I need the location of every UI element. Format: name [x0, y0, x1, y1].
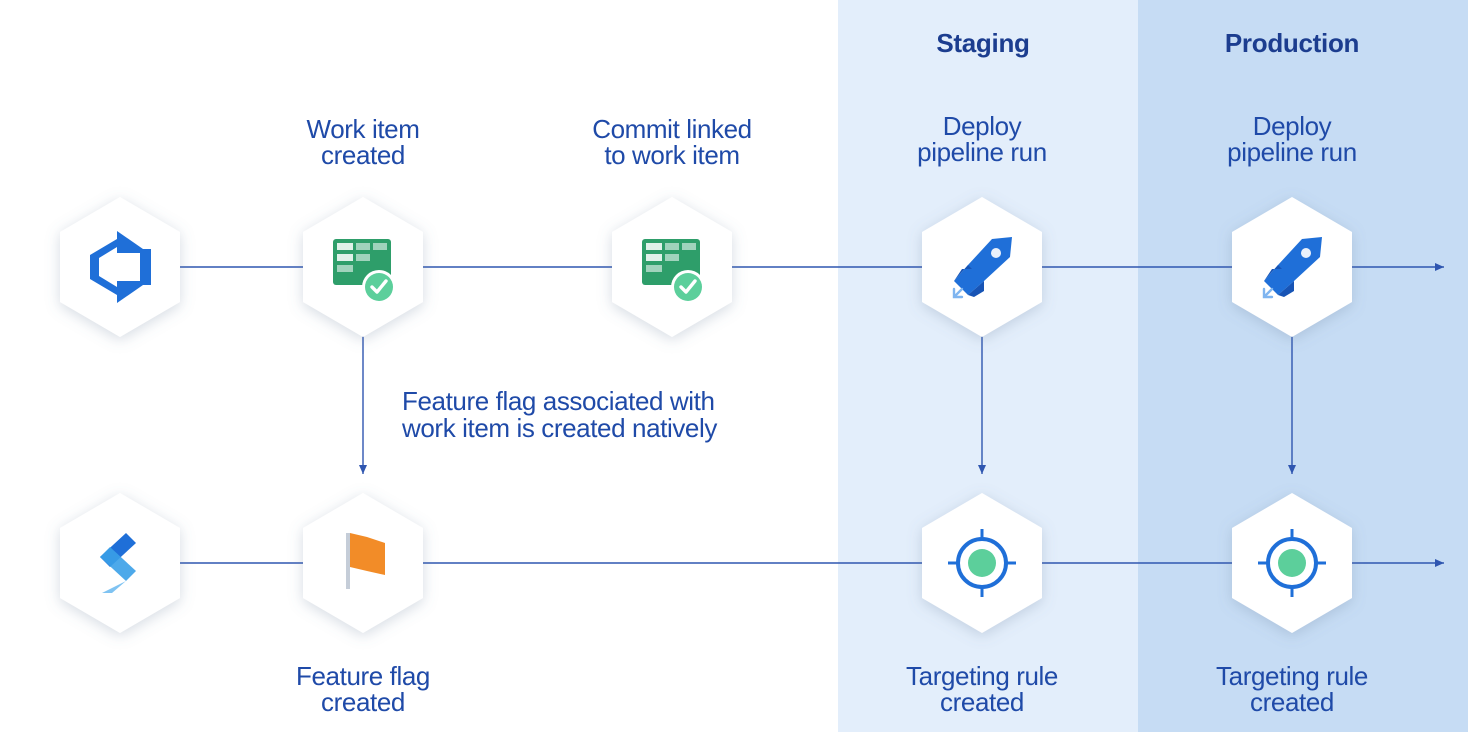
deploy-staging-node [922, 197, 1042, 337]
pipelines-rocket-icon [1262, 237, 1322, 299]
split-node [60, 493, 180, 633]
split-logo-icon [100, 533, 140, 593]
targeting-staging-node [922, 493, 1042, 633]
boards-work-item-icon [333, 239, 396, 304]
work-item-node [303, 197, 423, 337]
target-icon [1258, 529, 1326, 597]
pipelines-rocket-icon [952, 237, 1012, 299]
feature-flag-icon [346, 533, 385, 589]
boards-work-item-icon [642, 239, 705, 304]
deploy-production-node [1232, 197, 1352, 337]
azure-devops-node [60, 197, 180, 337]
feature-flag-node [303, 493, 423, 633]
azure-devops-icon [90, 231, 151, 303]
target-icon [948, 529, 1016, 597]
targeting-production-node [1232, 493, 1352, 633]
staging-heading: Staging [936, 28, 1030, 58]
production-heading: Production [1224, 28, 1360, 58]
commit-linked-node [612, 197, 732, 337]
